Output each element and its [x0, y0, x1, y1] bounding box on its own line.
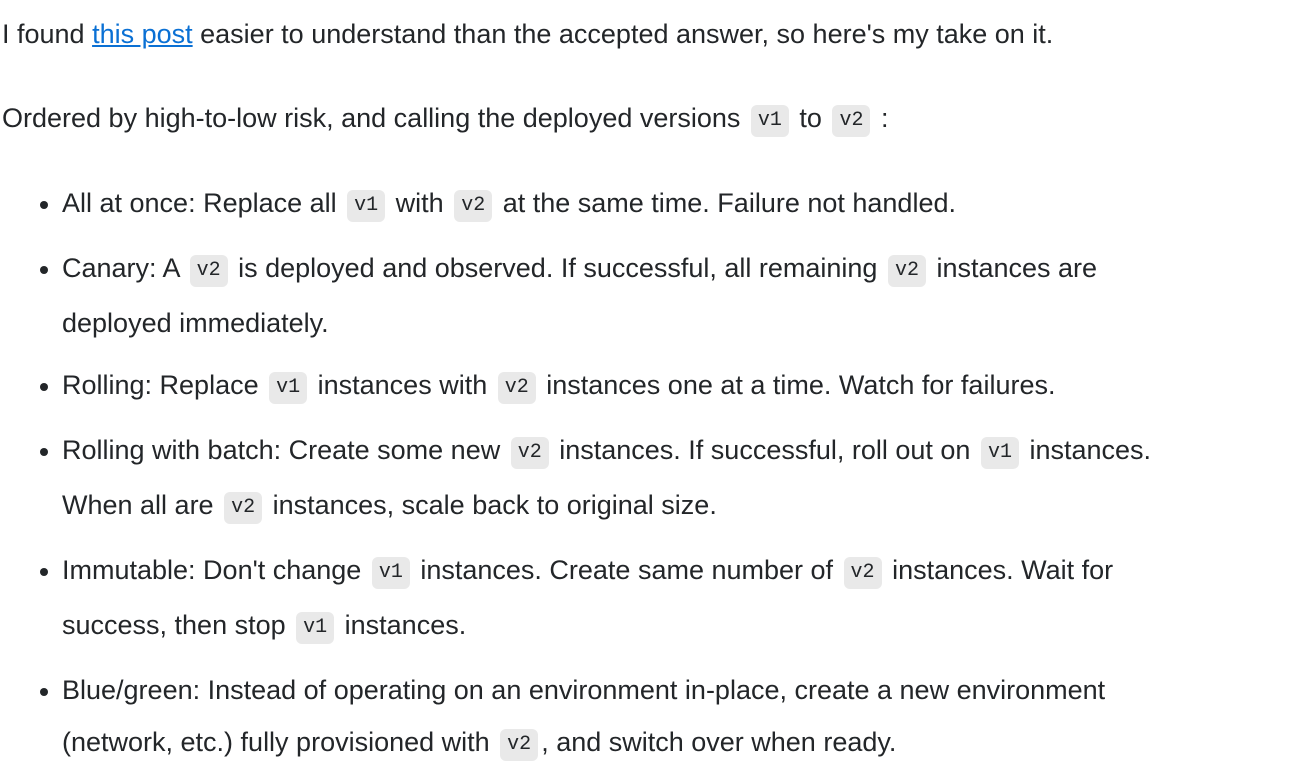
text-segment: success, then stop [62, 610, 294, 640]
code-badge-v2: v2 [497, 372, 536, 404]
text-segment: instances with [310, 370, 495, 400]
intro-paragraph: I found this post easier to understand t… [2, 14, 1292, 54]
text-segment: instances. Wait for [884, 555, 1114, 585]
text-segment: instances. If successful, roll out on [551, 435, 978, 465]
list-item-canary: Canary: A v2 is deployed and observed. I… [2, 242, 1292, 349]
list-item-line-1: Rolling with batch: Create some new v2 i… [62, 424, 1292, 479]
code-badge-v2: v2 [500, 729, 539, 761]
text-segment: All at once: Replace all [62, 188, 345, 218]
list-item-rolling: Rolling: Replace v1 instances with v2 in… [2, 359, 1292, 414]
list-item-line-1: Rolling: Replace v1 instances with v2 in… [62, 359, 1292, 414]
code-badge-v1: v1 [980, 437, 1019, 469]
text-segment: , and switch over when ready. [541, 727, 897, 757]
list-item-line-1: Immutable: Don't change v1 instances. Cr… [62, 544, 1292, 599]
code-badge-v2: v2 [887, 255, 926, 287]
code-badge-v2: v2 [189, 255, 228, 287]
lead-in-paragraph: Ordered by high-to-low risk, and calling… [2, 98, 1292, 141]
text-segment: is deployed and observed. If successful,… [230, 253, 885, 283]
list-item-line-1: Blue/green: Instead of operating on an e… [62, 675, 1106, 705]
text-segment: instances. [1021, 435, 1152, 465]
list-item-line-2: success, then stop v1 instances. [62, 599, 1292, 654]
code-badge-v2: v2 [832, 105, 871, 137]
list-item-immutable: Immutable: Don't change v1 instances. Cr… [2, 544, 1292, 654]
this-post-link[interactable]: this post [92, 19, 193, 49]
deployment-strategy-list: All at once: Replace all v1 with v2 at t… [2, 177, 1292, 771]
code-badge-v2: v2 [510, 437, 549, 469]
list-item-line-2: When all are v2 instances, scale back to… [62, 479, 1292, 534]
code-badge-v1: v1 [750, 105, 789, 137]
text-segment: When all are [62, 490, 222, 520]
code-badge-v1: v1 [296, 612, 335, 644]
list-item-line-1: All at once: Replace all v1 with v2 at t… [62, 177, 1292, 232]
list-item-line-1: Canary: A v2 is deployed and observed. I… [62, 242, 1292, 297]
text-segment: instances are [928, 253, 1098, 283]
list-item-line-2: deployed immediately. [62, 308, 329, 338]
text-segment: Immutable: Don't change [62, 555, 369, 585]
code-badge-v2: v2 [224, 492, 263, 524]
text-segment: instances one at a time. Watch for failu… [538, 370, 1056, 400]
code-badge-v1: v1 [371, 557, 410, 589]
text-segment: at the same time. Failure not handled. [495, 188, 956, 218]
text-segment: with [388, 188, 452, 218]
list-item-blue-green: Blue/green: Instead of operating on an e… [2, 664, 1292, 771]
list-item-rolling-with-batch: Rolling with batch: Create some new v2 i… [2, 424, 1292, 534]
lead-in-text-part3: : [873, 103, 889, 133]
lead-in-text-part1: Ordered by high-to-low risk, and calling… [2, 103, 748, 133]
intro-text-before-link: I found [2, 19, 93, 49]
code-badge-v1: v1 [347, 190, 386, 222]
text-segment: instances, scale back to original size. [265, 490, 717, 520]
text-segment: instances. Create same number of [412, 555, 841, 585]
code-badge-v2: v2 [843, 557, 882, 589]
list-item-all-at-once: All at once: Replace all v1 with v2 at t… [2, 177, 1292, 232]
lead-in-text-part2: to [791, 103, 830, 133]
code-badge-v2: v2 [454, 190, 493, 222]
text-segment: (network, etc.) fully provisioned with [62, 727, 498, 757]
list-item-line-2: (network, etc.) fully provisioned with v… [62, 716, 1292, 771]
text-segment: instances. [337, 610, 467, 640]
intro-text-after-link: easier to understand than the accepted a… [192, 19, 1054, 49]
text-segment: Rolling with batch: Create some new [62, 435, 508, 465]
text-segment: Canary: A [62, 253, 187, 283]
code-badge-v1: v1 [269, 372, 308, 404]
text-segment: Rolling: Replace [62, 370, 267, 400]
